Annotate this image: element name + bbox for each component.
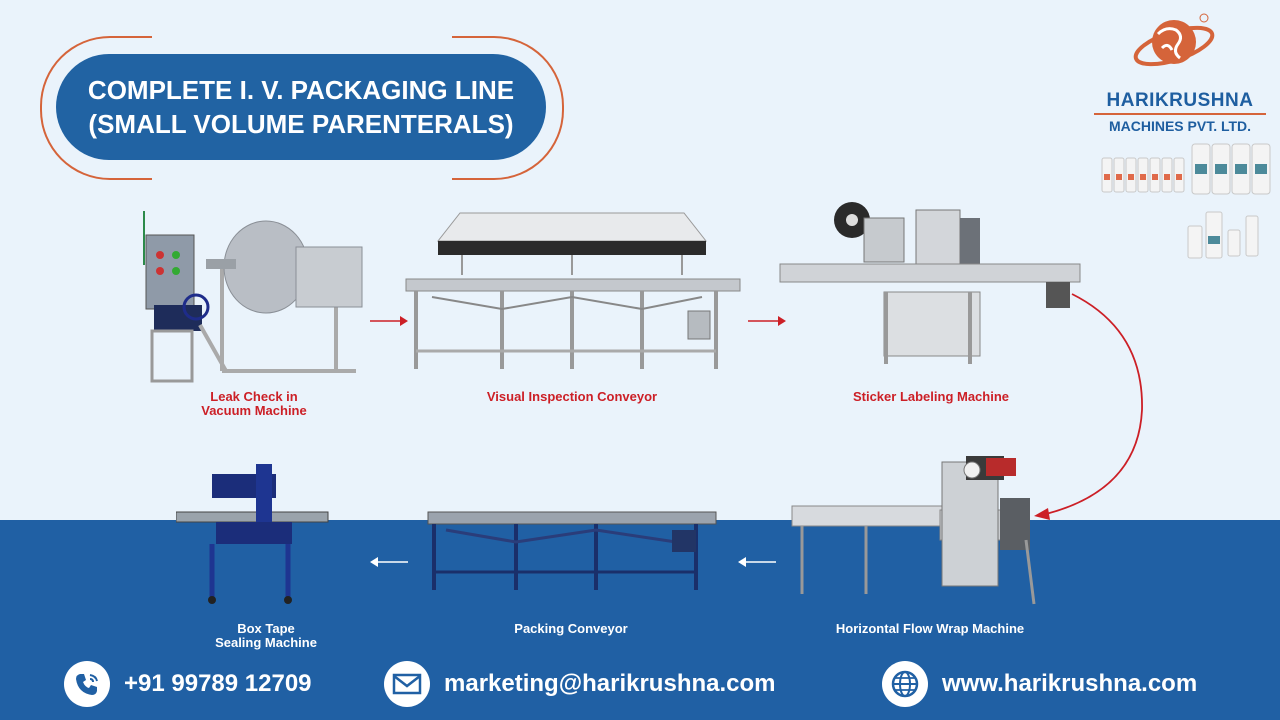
sticker-labeling-label: Sticker Labeling Machine xyxy=(852,389,1010,404)
sticker-labeling-machine-image xyxy=(779,202,1081,364)
phone-number: +91 99789 12709 xyxy=(124,670,312,697)
packing-conveyor-image xyxy=(427,511,717,590)
flow-wrap-machine-image xyxy=(791,456,1036,605)
email-address: marketing@harikrushna.com xyxy=(444,670,776,697)
product-bottles-image xyxy=(1101,143,1271,259)
page-title: COMPLETE I. V. PACKAGING LINE (SMALL VOL… xyxy=(56,54,546,160)
arrow-right-1 xyxy=(370,316,408,326)
leak-check-label-line-2: Vacuum Machine xyxy=(201,403,307,418)
title-block: COMPLETE I. V. PACKAGING LINE (SMALL VOL… xyxy=(40,36,564,180)
globe-icon xyxy=(882,661,928,707)
arrow-curve-down xyxy=(1034,293,1143,520)
logo-globe-icon xyxy=(1133,13,1215,67)
email-icon xyxy=(384,661,430,707)
brand-logo: HARIKRUSHNA MACHINES PVT. LTD. xyxy=(1090,12,1270,134)
visual-inspection-conveyor-image xyxy=(405,212,741,369)
leak-check-label: Leak Check in Vacuum Machine xyxy=(186,390,322,418)
leak-check-label-line-1: Leak Check in xyxy=(210,389,298,404)
title-line-1: COMPLETE I. V. PACKAGING LINE xyxy=(87,75,515,105)
flow-wrap-label: Horizontal Flow Wrap Machine xyxy=(835,621,1025,636)
brand-subtitle: MACHINES PVT. LTD. xyxy=(1108,118,1252,134)
phone-contact[interactable]: +91 99789 12709 xyxy=(64,660,312,708)
packing-conveyor-label: Packing Conveyor xyxy=(514,621,628,636)
leak-check-machine-image xyxy=(143,211,363,383)
website-url: www.harikrushna.com xyxy=(942,670,1198,697)
title-line-2: (SMALL VOLUME PARENTERALS) xyxy=(88,109,514,139)
arrow-left-2 xyxy=(370,557,408,567)
brand-divider xyxy=(1094,113,1266,115)
email-contact[interactable]: marketing@harikrushna.com xyxy=(384,660,776,708)
box-tape-label: Box Tape Sealing Machine xyxy=(180,622,352,650)
box-tape-sealing-machine-image xyxy=(176,464,329,604)
visual-inspection-label: Visual Inspection Conveyor xyxy=(486,389,658,404)
arrow-right-2 xyxy=(748,316,786,326)
arrow-left-1 xyxy=(738,557,776,567)
website-contact[interactable]: www.harikrushna.com xyxy=(882,660,1197,708)
phone-icon xyxy=(64,661,110,707)
box-tape-label-line-2: Sealing Machine xyxy=(215,635,317,650)
box-tape-label-line-1: Box Tape xyxy=(237,621,295,636)
brand-name: HARIKRUSHNA xyxy=(1106,90,1254,111)
